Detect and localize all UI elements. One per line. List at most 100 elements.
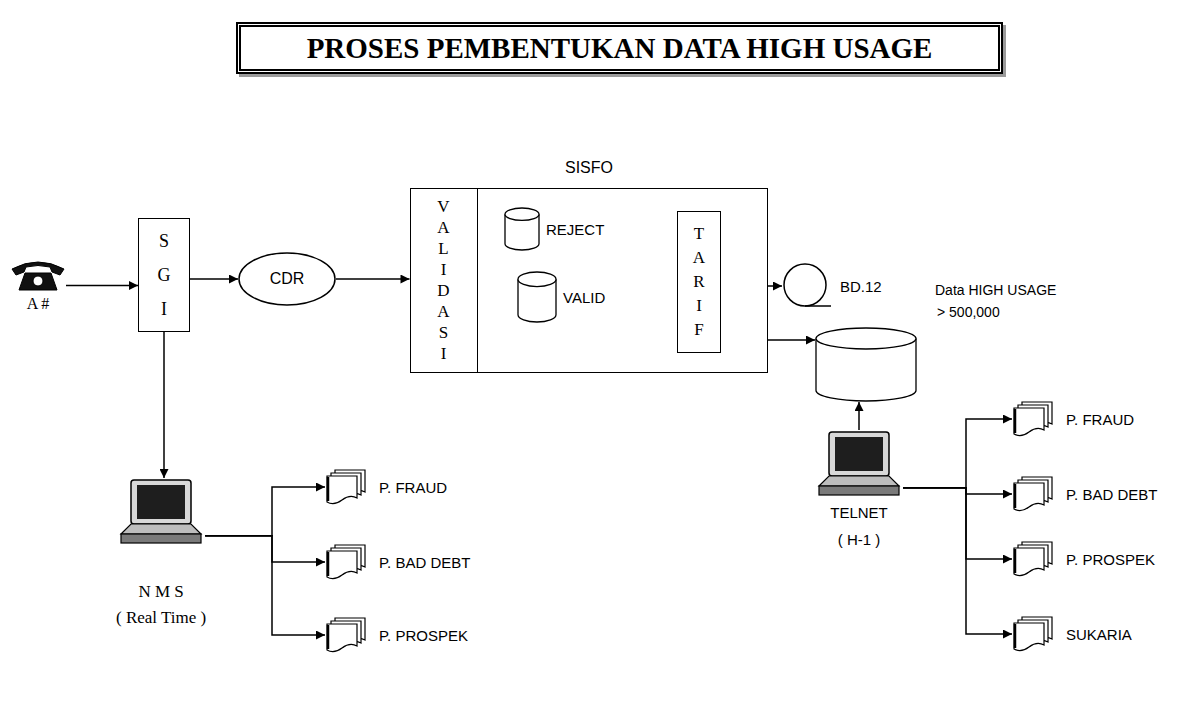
computer-node: TELNET ( H-1 )	[815, 430, 903, 548]
document-edge	[327, 625, 330, 649]
document-stack-icon	[325, 543, 369, 581]
document-edge	[1014, 549, 1017, 573]
cylinder-top	[505, 208, 539, 220]
cylinder-top	[518, 272, 556, 287]
flow-arrow	[903, 419, 1012, 488]
report-label: P. FRAUD	[379, 479, 447, 496]
flow-arrow	[903, 488, 1012, 559]
flow-arrow	[190, 278, 238, 280]
computer-icon	[815, 430, 903, 498]
cylinder-icon	[815, 327, 917, 402]
computer-node: N M S ( Real Time )	[116, 478, 206, 628]
computer-sublabel: ( Real Time )	[116, 608, 206, 628]
vertical-box-label: SGI	[157, 224, 171, 326]
report-document: P. PROSPEK	[325, 616, 468, 654]
telephone-dial	[33, 276, 43, 286]
report-document: P. BAD DEBT	[1012, 475, 1157, 513]
report-label: P. PROSPEK	[1066, 551, 1155, 568]
telephone-node: A #	[10, 258, 66, 313]
computer-keyboard	[121, 524, 201, 534]
ellipse-shape	[239, 253, 335, 305]
report-label: P. BAD DEBT	[379, 554, 470, 571]
document-page	[1014, 623, 1044, 651]
process-box: VALIDASI	[410, 188, 478, 373]
report-label: P. FRAUD	[1066, 411, 1134, 428]
report-label: SUKARIA	[1066, 626, 1132, 643]
database-label: REJECT	[546, 221, 604, 238]
group-heading: SISFO	[411, 159, 767, 177]
flow-arrow	[336, 278, 410, 280]
flow-arrow	[903, 488, 1012, 634]
flow-arrow	[903, 488, 1012, 494]
tape-reel-node: BD.12	[782, 262, 882, 310]
ellipse-label: CDR	[270, 270, 305, 288]
threshold-label: > 500,000	[937, 304, 1000, 320]
document-stack-icon	[325, 468, 369, 506]
flow-arrow	[858, 402, 860, 430]
document-stack-icon	[1012, 400, 1056, 438]
flow-arrow	[205, 536, 325, 635]
document-edge	[327, 552, 330, 576]
computer-sublabel: ( H-1 )	[838, 531, 881, 548]
computer-icon	[117, 478, 205, 546]
tape-label: BD.12	[840, 278, 882, 295]
computer-base	[121, 534, 201, 543]
process-box: TARIF	[677, 211, 721, 353]
flow-arrow	[205, 487, 325, 536]
record-ellipse: CDR	[238, 252, 336, 306]
database-cylinder: REJECT	[504, 207, 604, 251]
computer-keyboard	[819, 476, 899, 486]
report-document: P. FRAUD	[325, 468, 447, 506]
cylinder-icon	[504, 207, 540, 251]
flow-arrow	[66, 285, 138, 287]
document-edge	[327, 477, 330, 501]
flow-arrow	[205, 536, 325, 562]
telephone-icon	[10, 258, 66, 292]
process-box: SGI	[138, 218, 190, 332]
computer-screen	[835, 437, 883, 471]
database-cylinder: Data HIGH USAGE > 500,000	[815, 282, 1085, 402]
computer-screen	[137, 485, 185, 519]
document-edge	[1014, 624, 1017, 648]
tape-reel-icon	[782, 262, 832, 310]
database-label: Data HIGH USAGE	[935, 282, 1056, 298]
document-page	[1014, 548, 1044, 576]
caller-label: A #	[27, 295, 50, 313]
telephone-body	[19, 273, 57, 290]
flow-arrow	[163, 332, 165, 478]
report-document: P. FRAUD	[1012, 400, 1134, 438]
document-edge	[1014, 484, 1017, 508]
document-page	[327, 476, 357, 504]
computer-base	[819, 486, 899, 495]
document-page	[327, 624, 357, 652]
report-label: P. PROSPEK	[379, 627, 468, 644]
document-stack-icon	[1012, 475, 1056, 513]
diagram-title: PROSES PEMBENTUKAN DATA HIGH USAGE	[236, 22, 1003, 74]
document-edge	[1014, 409, 1017, 433]
tape-reel-tail	[805, 305, 831, 307]
document-stack-icon	[325, 616, 369, 654]
report-document: SUKARIA	[1012, 615, 1132, 653]
document-page	[1014, 408, 1044, 436]
document-page	[1014, 483, 1044, 511]
system-group-box: SISFOVALIDASIREJECTVALIDTARIF	[410, 188, 768, 373]
computer-label: N M S	[138, 582, 183, 602]
database-cylinder: VALID	[517, 271, 605, 323]
vertical-box-label: VALIDASI	[437, 196, 451, 364]
database-label: VALID	[563, 289, 605, 306]
vertical-box-label: TARIF	[692, 222, 706, 342]
document-stack-icon	[1012, 615, 1056, 653]
report-document: P. BAD DEBT	[325, 543, 470, 581]
tape-reel-circle	[784, 264, 826, 306]
document-stack-icon	[1012, 540, 1056, 578]
document-page	[327, 551, 357, 579]
report-document: P. PROSPEK	[1012, 540, 1155, 578]
cylinder-top	[816, 328, 916, 349]
computer-screen-frame	[131, 480, 191, 524]
computer-screen-frame	[829, 432, 889, 476]
report-label: P. BAD DEBT	[1066, 486, 1157, 503]
computer-label: TELNET	[830, 504, 888, 521]
cylinder-icon	[517, 271, 557, 323]
